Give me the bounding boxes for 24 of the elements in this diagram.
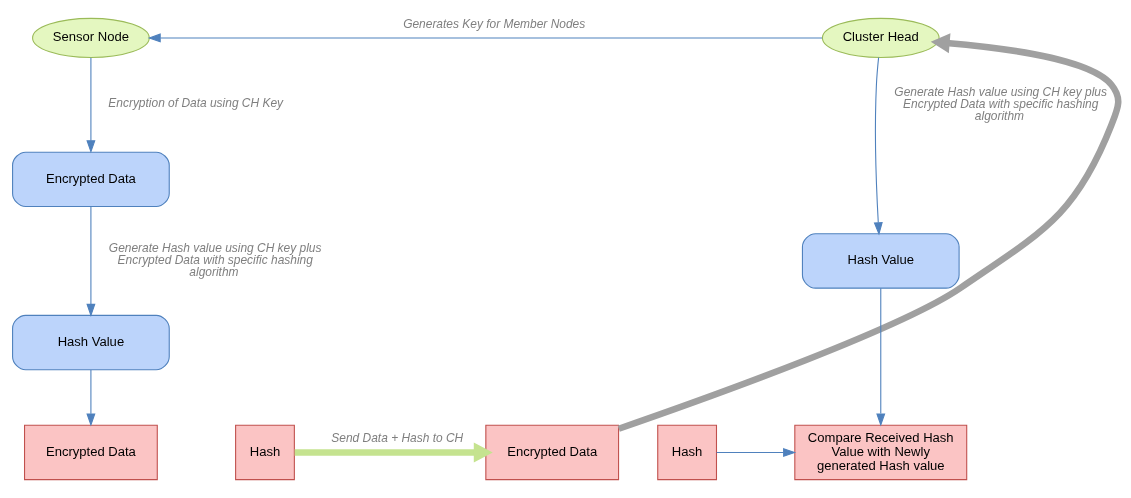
node-box: Hash	[235, 424, 295, 481]
arrow	[294, 442, 493, 463]
node-box: Encrypted Data	[24, 424, 158, 481]
arrow	[147, 33, 823, 43]
arrow	[86, 57, 96, 154]
arrow	[86, 369, 96, 427]
arrow	[86, 206, 96, 317]
node-box: Encrypted Data	[12, 151, 170, 208]
node-box: Hash Value	[12, 314, 170, 371]
edge-label: Send Data + Hash to CH	[331, 431, 464, 446]
edge-label: Encryption of Data using CH Key	[108, 95, 284, 110]
arrow	[876, 287, 886, 427]
edge-label: Generate Hash value using CH key plus Encrypted Data with specific hashing algorithm	[894, 84, 1107, 123]
node-ellipse: Sensor Node	[32, 17, 150, 59]
node-box: Hash Value	[801, 233, 960, 289]
node-box: Compare Received Hash Value with Newly generated Hash value	[794, 424, 968, 481]
node-box: Hash	[657, 424, 718, 481]
arrow	[617, 33, 1122, 432]
edge-label: Generate Hash value using CH key plus Encrypted Data with specific hashing algorithm	[108, 241, 322, 279]
arrow	[873, 57, 883, 236]
edge-label: Generates Key for Member Nodes	[403, 16, 586, 31]
node-ellipse: Cluster Head	[821, 17, 940, 59]
node-box: Encrypted Data	[485, 424, 620, 481]
arrow	[716, 447, 797, 458]
